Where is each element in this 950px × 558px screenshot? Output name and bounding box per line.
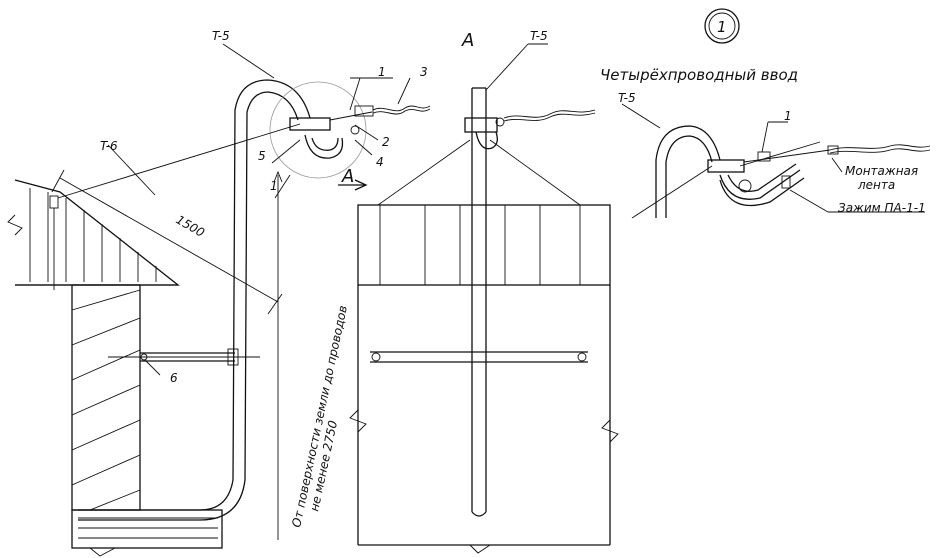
detail-circle: [704, 8, 740, 44]
label-clamp: Зажим ПА-1-1: [838, 201, 926, 215]
riser-pipe: [78, 79, 311, 521]
guy-wire: [57, 123, 301, 199]
wall: [71, 284, 223, 557]
label-t5-left: T-5: [212, 29, 230, 43]
label-t6: T-6: [100, 139, 118, 153]
label-montage-tape-1: Монтажная: [845, 164, 918, 178]
height-dimension: [273, 170, 283, 540]
label-3: 3: [420, 65, 428, 79]
view-a: A T-5: [349, 29, 619, 554]
label-1-left: 1: [378, 65, 386, 79]
detail-title: Четырёхпроводный ввод: [600, 66, 798, 84]
wall-strap: [108, 348, 260, 366]
detail-four-wire: 1 Четырёхпроводный ввод T-5 1 Монтажная …: [600, 8, 931, 219]
label-a-top: A: [461, 30, 474, 51]
label-t5-right: T-5: [618, 91, 636, 105]
label-a-marker: A: [341, 166, 354, 187]
dimension-1500: [51, 169, 283, 315]
label-5: 5: [258, 149, 266, 163]
label-1-bottom: 1: [270, 179, 278, 193]
label-6: 6: [170, 371, 178, 385]
left-view: T-5 T-6 1 3 2 4 5 1 6 A 1500 От поверхно…: [7, 29, 431, 557]
insulator-assembly: [269, 81, 431, 179]
detail-number: 1: [717, 18, 727, 36]
section-marker: [338, 179, 368, 191]
label-2: 2: [382, 135, 390, 149]
label-montage-tape-2: лента: [857, 178, 895, 192]
label-4: 4: [376, 155, 384, 169]
label-1-right: 1: [784, 109, 792, 123]
label-1500: 1500: [174, 212, 208, 240]
label-t5-mid: T-5: [530, 29, 548, 43]
